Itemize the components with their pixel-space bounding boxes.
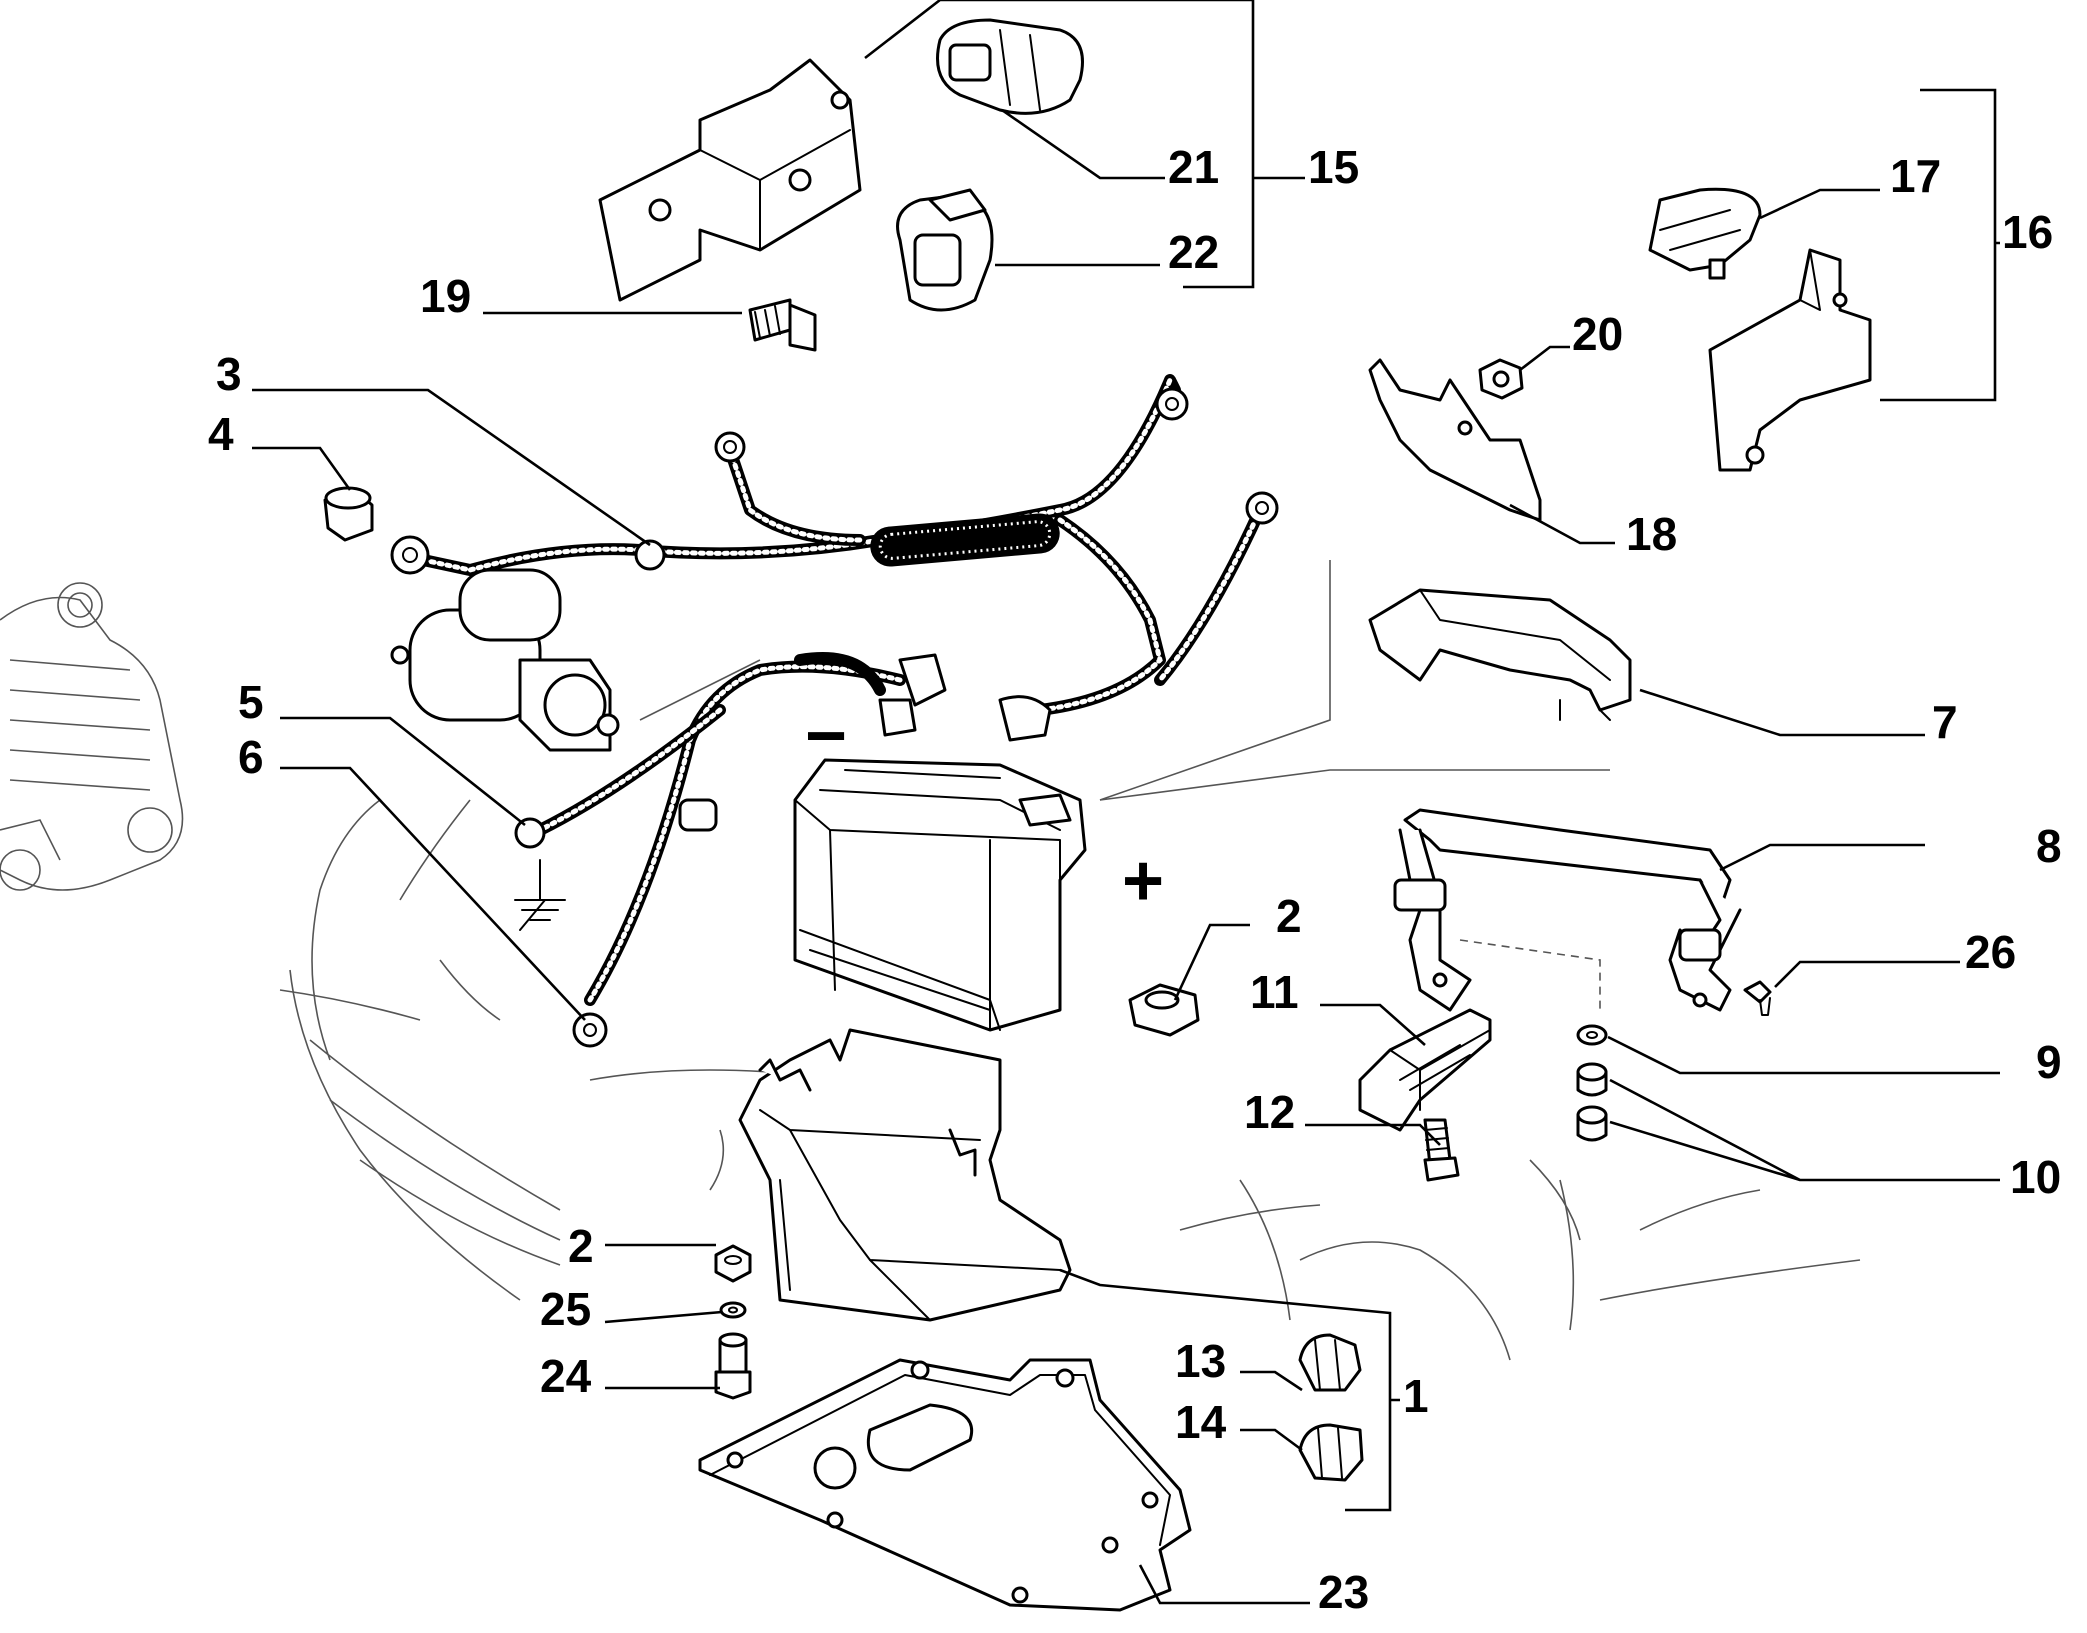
spacers-10 xyxy=(1576,1062,1608,1142)
plate-18 xyxy=(1368,358,1542,522)
negative-terminal-sign: − xyxy=(805,696,847,776)
wiring-harness xyxy=(390,374,1279,1048)
bolt-12 xyxy=(1423,1118,1460,1182)
callout-16: 16 xyxy=(2002,206,2053,258)
clip-14 xyxy=(1298,1423,1364,1482)
callout-4: 4 xyxy=(208,408,234,460)
callout-10: 10 xyxy=(2010,1151,2061,1203)
battery-tray xyxy=(738,1028,1072,1322)
relay-bracket xyxy=(598,58,862,302)
callout-3: 3 xyxy=(216,348,242,400)
callout-labels: 21 15 22 19 17 16 20 18 3 4 5 6 7 8 2 26… xyxy=(208,141,2062,1618)
callout-2-upper: 2 xyxy=(1276,890,1302,942)
callout-12: 12 xyxy=(1244,1086,1295,1138)
starter-motor xyxy=(390,568,620,752)
clip-22 xyxy=(896,188,994,312)
screw-26 xyxy=(1743,980,1772,1016)
screw-19 xyxy=(748,298,817,352)
ground-symbol xyxy=(514,859,566,931)
callout-24: 24 xyxy=(540,1350,592,1402)
bolt-24 xyxy=(714,1332,752,1400)
clip-17 xyxy=(1648,187,1762,280)
vehicle-body-outline xyxy=(279,560,1861,1361)
callout-7: 7 xyxy=(1932,696,1958,748)
positive-terminal-sign: + xyxy=(1122,841,1164,921)
base-plate-23 xyxy=(698,1358,1192,1612)
callout-2-lower: 2 xyxy=(568,1220,594,1272)
alternator xyxy=(0,582,184,891)
callout-23: 23 xyxy=(1318,1566,1369,1618)
connector-21 xyxy=(936,18,1084,115)
terminal-cover-7 xyxy=(1368,588,1632,721)
callout-18: 18 xyxy=(1626,508,1677,560)
nut-20 xyxy=(1478,358,1524,400)
callout-26: 26 xyxy=(1965,926,2016,978)
washer-9 xyxy=(1576,1024,1608,1046)
hold-down-strap-8 xyxy=(1393,808,1742,1012)
callout-8: 8 xyxy=(2036,820,2062,872)
nut-2-upper xyxy=(1128,983,1200,1037)
callout-9: 9 xyxy=(2036,1036,2062,1088)
clip-13 xyxy=(1298,1333,1362,1392)
callout-13: 13 xyxy=(1175,1335,1226,1387)
callout-21: 21 xyxy=(1168,141,1219,193)
bush-4 xyxy=(323,486,374,542)
callout-11: 11 xyxy=(1250,966,1299,1018)
battery xyxy=(793,758,1087,1032)
washer-25 xyxy=(719,1301,747,1319)
callout-5: 5 xyxy=(238,676,264,728)
callout-15: 15 xyxy=(1308,141,1359,193)
callout-25: 25 xyxy=(540,1283,591,1335)
callout-14: 14 xyxy=(1175,1396,1227,1448)
callout-6: 6 xyxy=(238,731,264,783)
nut-2-lower xyxy=(714,1244,752,1283)
callout-22: 22 xyxy=(1168,226,1219,278)
block-11 xyxy=(1358,1008,1492,1132)
bracket-16 xyxy=(1708,248,1872,472)
callout-20: 20 xyxy=(1572,308,1623,360)
leader-lines xyxy=(252,0,2000,1605)
callout-17: 17 xyxy=(1890,150,1941,202)
callout-1: 1 xyxy=(1403,1370,1429,1422)
callout-19: 19 xyxy=(420,270,471,322)
